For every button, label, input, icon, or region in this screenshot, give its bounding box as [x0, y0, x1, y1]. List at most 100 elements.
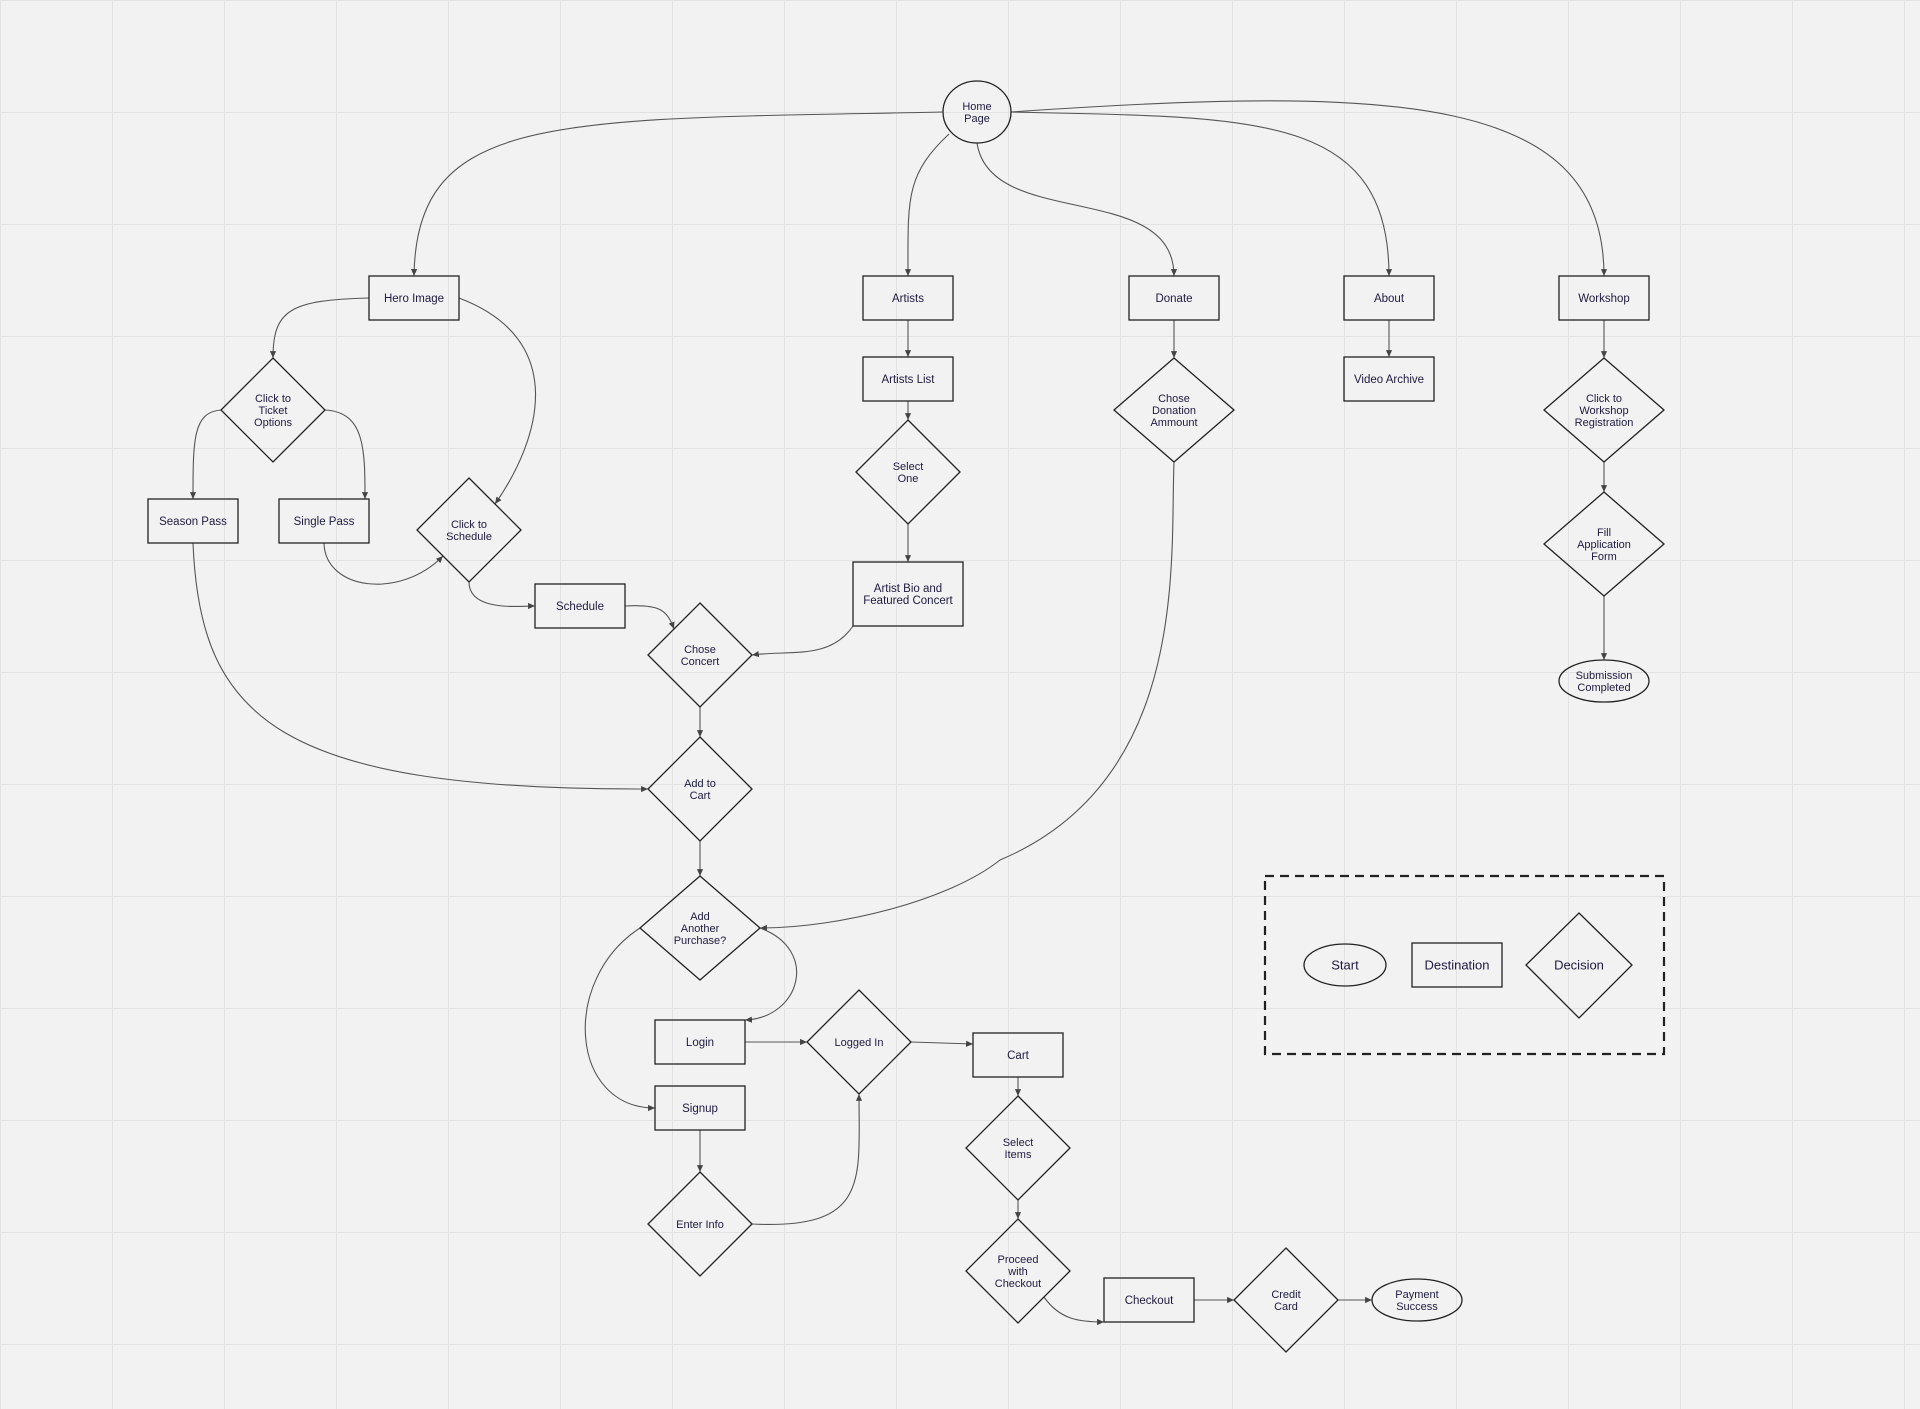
node-cart-label: Cart [1007, 1050, 1030, 1062]
legend-destination-label: Destination [1424, 958, 1489, 973]
legend: Start Destination Decision [1263, 874, 1666, 1056]
edge-ticket_opts-to-single_pass [324, 409, 369, 500]
node-click-schedule-label: Schedule [446, 531, 492, 543]
node-add-cart-label: Add to [684, 778, 716, 790]
legend-start-shape [1303, 943, 1387, 987]
node-donate: Donate [1128, 275, 1220, 321]
edge-click_schedule-to-schedule [468, 581, 536, 610]
node-artists-list: Artists List [862, 356, 954, 402]
node-hero-label: Hero Image [384, 293, 444, 305]
node-fill-form-shape [1543, 491, 1665, 597]
node-cart-shape [972, 1032, 1064, 1078]
node-signup-label: Signup [682, 1103, 718, 1115]
node-artist-bio-label: Artist Bio and [874, 583, 942, 595]
node-submission-shape [1558, 659, 1650, 703]
edge-schedule-to-chose_concert [624, 605, 675, 630]
node-proceed-label: Checkout [995, 1278, 1041, 1290]
node-credit-card-label: Card [1274, 1301, 1298, 1313]
edge-ticket_opts-to-season_pass [189, 409, 222, 500]
legend-start-label: Start [1331, 958, 1359, 973]
node-login-label: Login [686, 1037, 714, 1049]
node-home-label: Page [964, 113, 990, 125]
node-donate-label: Donate [1155, 293, 1192, 305]
node-checkout-shape [1103, 1277, 1195, 1323]
node-chose-concert-shape [647, 602, 753, 708]
node-workshop-reg-shape [1543, 357, 1665, 463]
node-ticket-opts-label: Options [254, 417, 292, 429]
node-select-items-label: Select [1003, 1137, 1034, 1149]
node-video-archive-label: Video Archive [1354, 374, 1424, 386]
node-add-another-label: Add [690, 911, 710, 923]
node-artist-bio-shape [852, 561, 964, 627]
edge-artist_bio-to-chose_concert [751, 625, 854, 658]
edge-single_pass-to-click_schedule [323, 542, 444, 585]
node-enter-info-label: Enter Info [676, 1219, 724, 1231]
legend-decision-shape [1525, 912, 1633, 1019]
legend-destination-shape [1411, 942, 1503, 988]
edges-layer [189, 100, 1608, 1326]
edge-home-to-artists [904, 133, 950, 277]
node-logged-in-label: Logged In [835, 1037, 884, 1049]
edge-home-to-about [1010, 111, 1393, 277]
node-artists-shape [862, 275, 954, 321]
legend-border [1263, 874, 1666, 1056]
node-season-pass-label: Season Pass [159, 516, 227, 528]
node-ticket-opts-shape [220, 357, 326, 463]
node-fill-form-label: Fill [1597, 527, 1611, 539]
node-select-items-label: Items [1005, 1149, 1032, 1161]
node-login-shape [654, 1019, 746, 1065]
node-click-schedule-label: Click to [451, 519, 487, 531]
edge-home-to-workshop [1010, 100, 1608, 277]
node-schedule-shape [534, 583, 626, 629]
node-artists-list-label: Artists List [881, 374, 935, 386]
node-add-cart-shape [647, 736, 753, 842]
node-add-another-shape [639, 875, 761, 981]
node-enter-info: Enter Info [647, 1171, 753, 1277]
node-proceed-label: with [1007, 1266, 1028, 1278]
node-workshop-shape [1558, 275, 1650, 321]
node-about: About [1343, 275, 1435, 321]
node-payment-label: Payment [1395, 1289, 1438, 1301]
node-click-schedule-shape [416, 477, 522, 583]
node-schedule-label: Schedule [556, 601, 604, 613]
node-workshop-reg-label: Click to [1586, 393, 1622, 405]
node-enter-info-shape [647, 1171, 753, 1277]
edge-season_pass-to-add_cart [192, 542, 649, 793]
node-about-shape [1343, 275, 1435, 321]
edge-hero-to-ticket_opts [269, 297, 370, 359]
node-ticket-opts-label: Click to [255, 393, 291, 405]
edge-home-to-hero [411, 111, 944, 277]
node-select-one-label: One [898, 473, 919, 485]
node-fill-form-label: Form [1591, 551, 1617, 563]
node-submission-label: Completed [1577, 682, 1630, 694]
node-single-pass: Single Pass [278, 498, 370, 544]
legend-decision-label: Decision [1554, 958, 1604, 973]
node-payment-label: Success [1396, 1301, 1438, 1313]
node-fill-form-label: Application [1577, 539, 1631, 551]
edge-add_another-to-login [744, 927, 798, 1023]
node-add-cart-label: Cart [690, 790, 711, 802]
node-submission-label: Submission [1576, 670, 1633, 682]
node-ticket-opts-label: Ticket [259, 405, 288, 417]
node-add-another-label: Purchase? [674, 935, 727, 947]
node-proceed-shape [965, 1218, 1071, 1324]
node-logged-in: Logged In [806, 989, 912, 1095]
node-proceed-label: Proceed [998, 1254, 1039, 1266]
node-checkout-label: Checkout [1125, 1295, 1174, 1307]
edge-chose_donation-to-add_another [759, 461, 1175, 932]
edge-add_another-to-signup [584, 927, 656, 1112]
node-credit-card-label: Credit [1271, 1289, 1300, 1301]
